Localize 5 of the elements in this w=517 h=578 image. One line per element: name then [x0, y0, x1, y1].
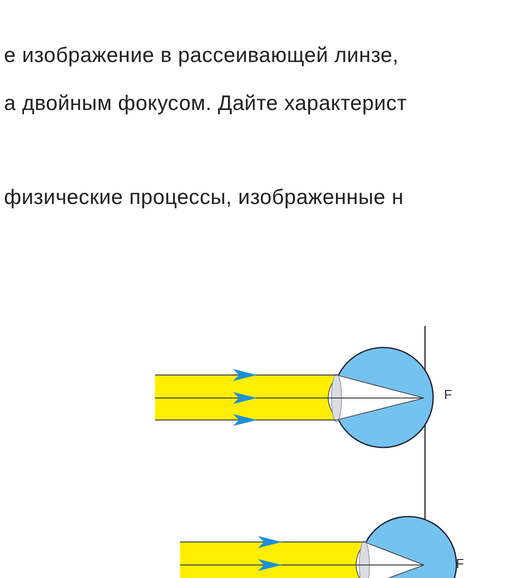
text-line: е изображение в рассеивающей линзе, [4, 44, 399, 68]
focus-label: F [456, 556, 464, 571]
text-line: а двойным фокусом. Дайте характерист [4, 92, 407, 116]
focus-label: F [444, 387, 452, 402]
text-line: физические процессы, изображенные н [4, 186, 404, 210]
